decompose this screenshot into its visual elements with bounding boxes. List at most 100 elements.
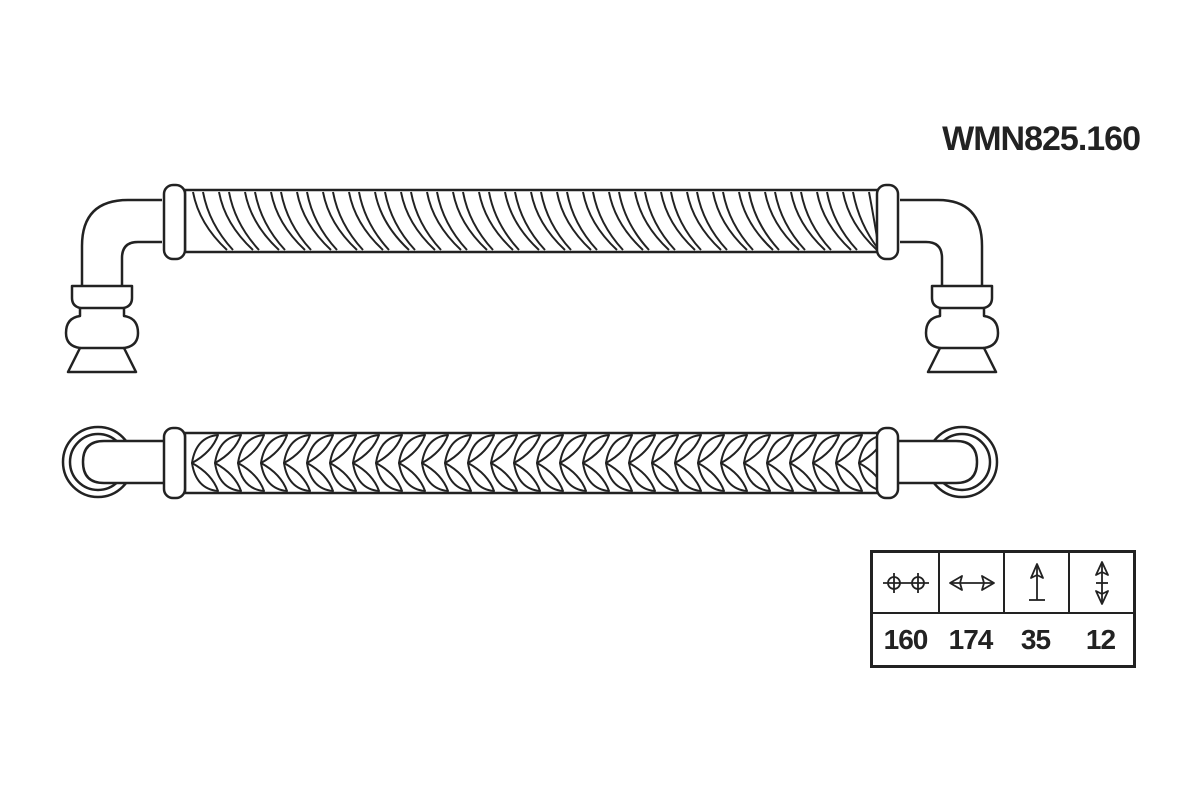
rope-strand (202, 191, 234, 251)
braid-strand (237, 434, 265, 464)
rope-strand (192, 191, 228, 251)
spec-table: 160 174 35 12 (870, 550, 1136, 668)
spec-header-overall-length (938, 553, 1003, 614)
braid-strand (375, 462, 403, 492)
braid-strand (697, 434, 725, 464)
braid-strand (467, 462, 495, 492)
braid-strand (835, 434, 863, 464)
rope-strand (686, 191, 722, 251)
braid-strand (283, 462, 311, 492)
rope-strand (634, 191, 670, 251)
braid-strand (306, 434, 334, 464)
braid-strand (352, 462, 380, 492)
rope-strand (488, 191, 520, 251)
rope-strand (660, 191, 696, 251)
braid-strand (766, 462, 794, 492)
braid-strand (283, 434, 311, 464)
braid-strand (812, 462, 840, 492)
braid-strand (651, 462, 679, 492)
braid-strand (835, 462, 863, 492)
rope-strand (410, 191, 442, 251)
braid-strand (674, 434, 702, 464)
model-number: WMN825.160 (942, 120, 1141, 158)
braid-strand (766, 434, 794, 464)
braid-strand (398, 462, 426, 492)
rope-strand (384, 191, 416, 251)
braid-strand (513, 462, 541, 492)
side-right-collar (875, 183, 900, 261)
rope-strand (842, 191, 878, 251)
rope-strand (228, 191, 260, 251)
rope-strand (514, 191, 546, 251)
rope-strand (800, 191, 832, 251)
braid-strand (214, 462, 242, 492)
top-right-collar (875, 426, 900, 500)
rope-strand (566, 191, 598, 251)
rope-strand (556, 191, 592, 251)
rope-strand (322, 191, 358, 251)
overall-length-icon (948, 574, 995, 591)
braid-strand (651, 434, 679, 464)
braid-strand (260, 434, 288, 464)
rope-strand (764, 191, 800, 251)
rope-strand (436, 191, 468, 251)
side-right-arm (900, 198, 984, 286)
side-left-collar (162, 183, 187, 261)
braid-strand (490, 462, 518, 492)
braid-strand (559, 462, 587, 492)
rope-strand (348, 191, 384, 251)
rope-strand (644, 191, 676, 251)
braid-strand (329, 462, 357, 492)
rope-strand (748, 191, 780, 251)
rope-strand (582, 191, 618, 251)
spec-header-projection-height (1003, 553, 1068, 614)
top-left-arm (81, 439, 165, 485)
braid-strand (789, 462, 817, 492)
braid-strand (467, 434, 495, 464)
braid-strand (421, 462, 449, 492)
braid-strand (605, 462, 633, 492)
rope-strand (790, 191, 826, 251)
braid-strand (743, 462, 771, 492)
braid-strand (697, 462, 725, 492)
braid-strand (559, 434, 587, 464)
rope-strand (280, 191, 312, 251)
handle-side-view (64, 183, 1000, 374)
bar-diameter-icon (1094, 560, 1109, 605)
braid-strand (490, 434, 518, 464)
braid-strand (306, 462, 334, 492)
rope-strand (504, 191, 540, 251)
braid-strand (352, 434, 380, 464)
rope-strand (722, 191, 754, 251)
rope-strand (816, 191, 852, 251)
braid-pattern (191, 434, 886, 492)
braid-strand (674, 462, 702, 492)
rope-strand (358, 191, 390, 251)
rope-strand (670, 191, 702, 251)
rope-strand (452, 191, 488, 251)
spec-value-projection-height: 35 (1020, 623, 1051, 655)
braid-strand (444, 462, 472, 492)
braid-strand (329, 434, 357, 464)
handle-top-view (61, 425, 999, 500)
braid-strand (812, 434, 840, 464)
braid-strand (628, 434, 656, 464)
braid-strand (513, 434, 541, 464)
braid-strand (582, 462, 610, 492)
braid-strand (536, 462, 564, 492)
top-left-collar (162, 426, 187, 500)
side-left-foot (64, 284, 140, 374)
rope-strand (462, 191, 494, 251)
braid-strand (237, 462, 265, 492)
spec-value-hole-spacing: 160 (883, 623, 929, 655)
rope-strand (400, 191, 436, 251)
braid-strand (191, 434, 219, 464)
braid-strand (743, 434, 771, 464)
rope-strand (530, 191, 566, 251)
side-left-arm (80, 198, 162, 286)
side-right-foot (924, 284, 1000, 374)
spec-header-bar-diameter (1068, 553, 1133, 614)
braid-strand (720, 434, 748, 464)
braid-strand (191, 462, 219, 492)
rope-strand (712, 191, 748, 251)
